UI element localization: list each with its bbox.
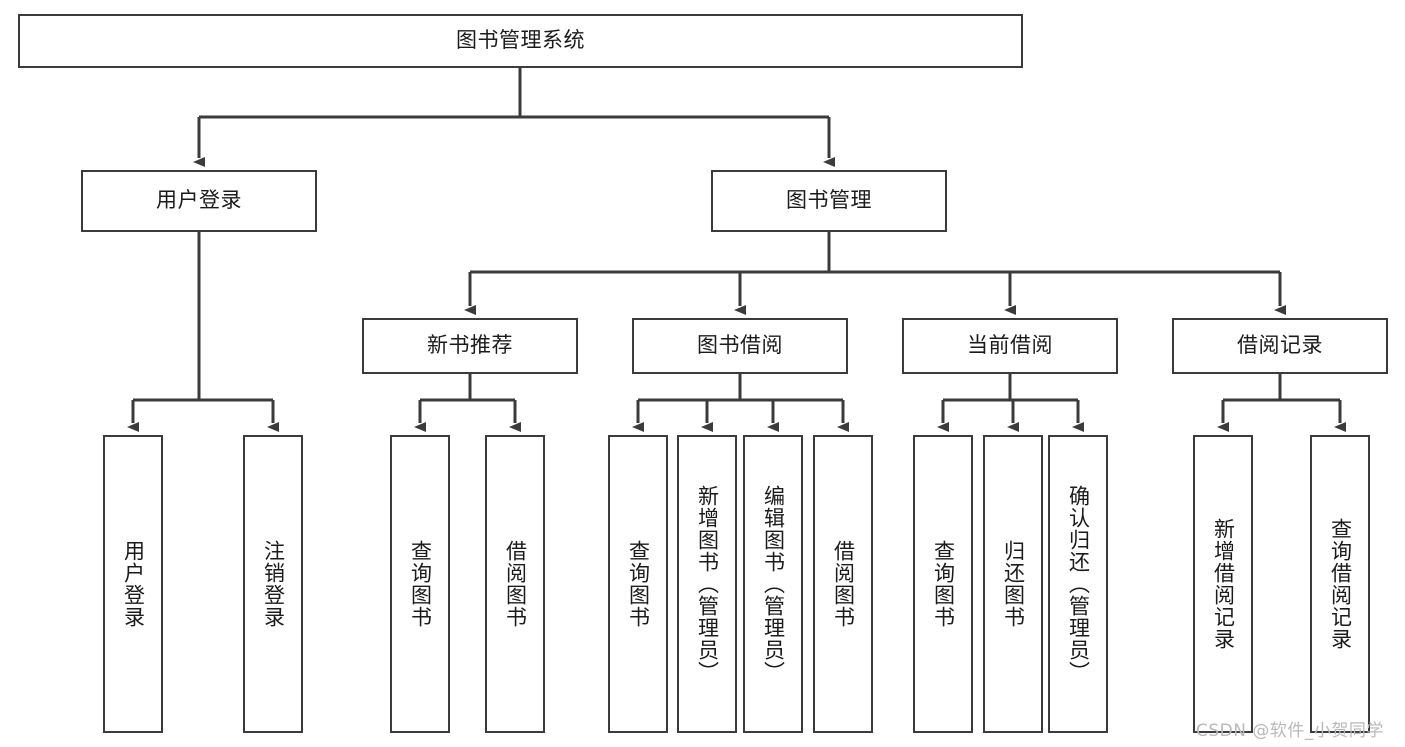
- node-user-login[interactable]: 用户登录: [81, 170, 317, 232]
- node-borrow-records[interactable]: 借阅记录: [1172, 318, 1388, 374]
- node-book-borrow-label: 图书借阅: [697, 333, 783, 358]
- leaf-query-borrow-record-label: 查询借阅记录: [1328, 518, 1353, 650]
- leaf-query-books-borrow[interactable]: 查询图书: [608, 435, 668, 733]
- leaf-confirm-return-admin[interactable]: 确认归还（管理员）: [1048, 435, 1108, 733]
- leaf-add-borrow-record[interactable]: 新增借阅记录: [1193, 435, 1253, 733]
- node-book-borrow[interactable]: 图书借阅: [632, 318, 848, 374]
- leaf-confirm-return-admin-label: 确认归还（管理员）: [1066, 485, 1091, 683]
- node-user-login-label: 用户登录: [156, 188, 242, 213]
- leaf-logout[interactable]: 注销登录: [243, 435, 303, 733]
- leaf-logout-label: 注销登录: [261, 540, 286, 628]
- leaf-query-borrow-record[interactable]: 查询借阅记录: [1310, 435, 1370, 733]
- node-root-label: 图书管理系统: [456, 28, 585, 53]
- leaf-query-books-new-label: 查询图书: [408, 540, 433, 628]
- leaf-borrow-books-new[interactable]: 借阅图书: [485, 435, 545, 733]
- node-book-management[interactable]: 图书管理: [711, 170, 947, 232]
- leaf-query-books-current[interactable]: 查询图书: [913, 435, 973, 733]
- node-new-book-recommend[interactable]: 新书推荐: [362, 318, 578, 374]
- node-current-borrow-label: 当前借阅: [967, 333, 1053, 358]
- node-borrow-records-label: 借阅记录: [1237, 333, 1323, 358]
- leaf-borrow-book-label: 借阅图书: [831, 540, 856, 628]
- leaf-return-book-label: 归还图书: [1001, 540, 1026, 628]
- leaf-edit-book-admin[interactable]: 编辑图书（管理员）: [743, 435, 803, 733]
- leaf-user-login[interactable]: 用户登录: [103, 435, 163, 733]
- leaf-add-book-admin-label: 新增图书（管理员）: [695, 485, 720, 683]
- leaf-borrow-books-new-label: 借阅图书: [503, 540, 528, 628]
- leaf-borrow-book[interactable]: 借阅图书: [813, 435, 873, 733]
- leaf-add-borrow-record-label: 新增借阅记录: [1211, 518, 1236, 650]
- node-new-book-recommend-label: 新书推荐: [427, 333, 513, 358]
- leaf-query-books-new[interactable]: 查询图书: [390, 435, 450, 733]
- leaf-query-books-borrow-label: 查询图书: [626, 540, 651, 628]
- leaf-edit-book-admin-label: 编辑图书（管理员）: [761, 485, 786, 683]
- leaf-return-book[interactable]: 归还图书: [983, 435, 1043, 733]
- node-root-system[interactable]: 图书管理系统: [18, 14, 1023, 68]
- leaf-user-login-label: 用户登录: [121, 540, 146, 628]
- node-current-borrow[interactable]: 当前借阅: [902, 318, 1118, 374]
- node-book-management-label: 图书管理: [786, 188, 872, 213]
- leaf-add-book-admin[interactable]: 新增图书（管理员）: [677, 435, 737, 733]
- leaf-query-books-current-label: 查询图书: [931, 540, 956, 628]
